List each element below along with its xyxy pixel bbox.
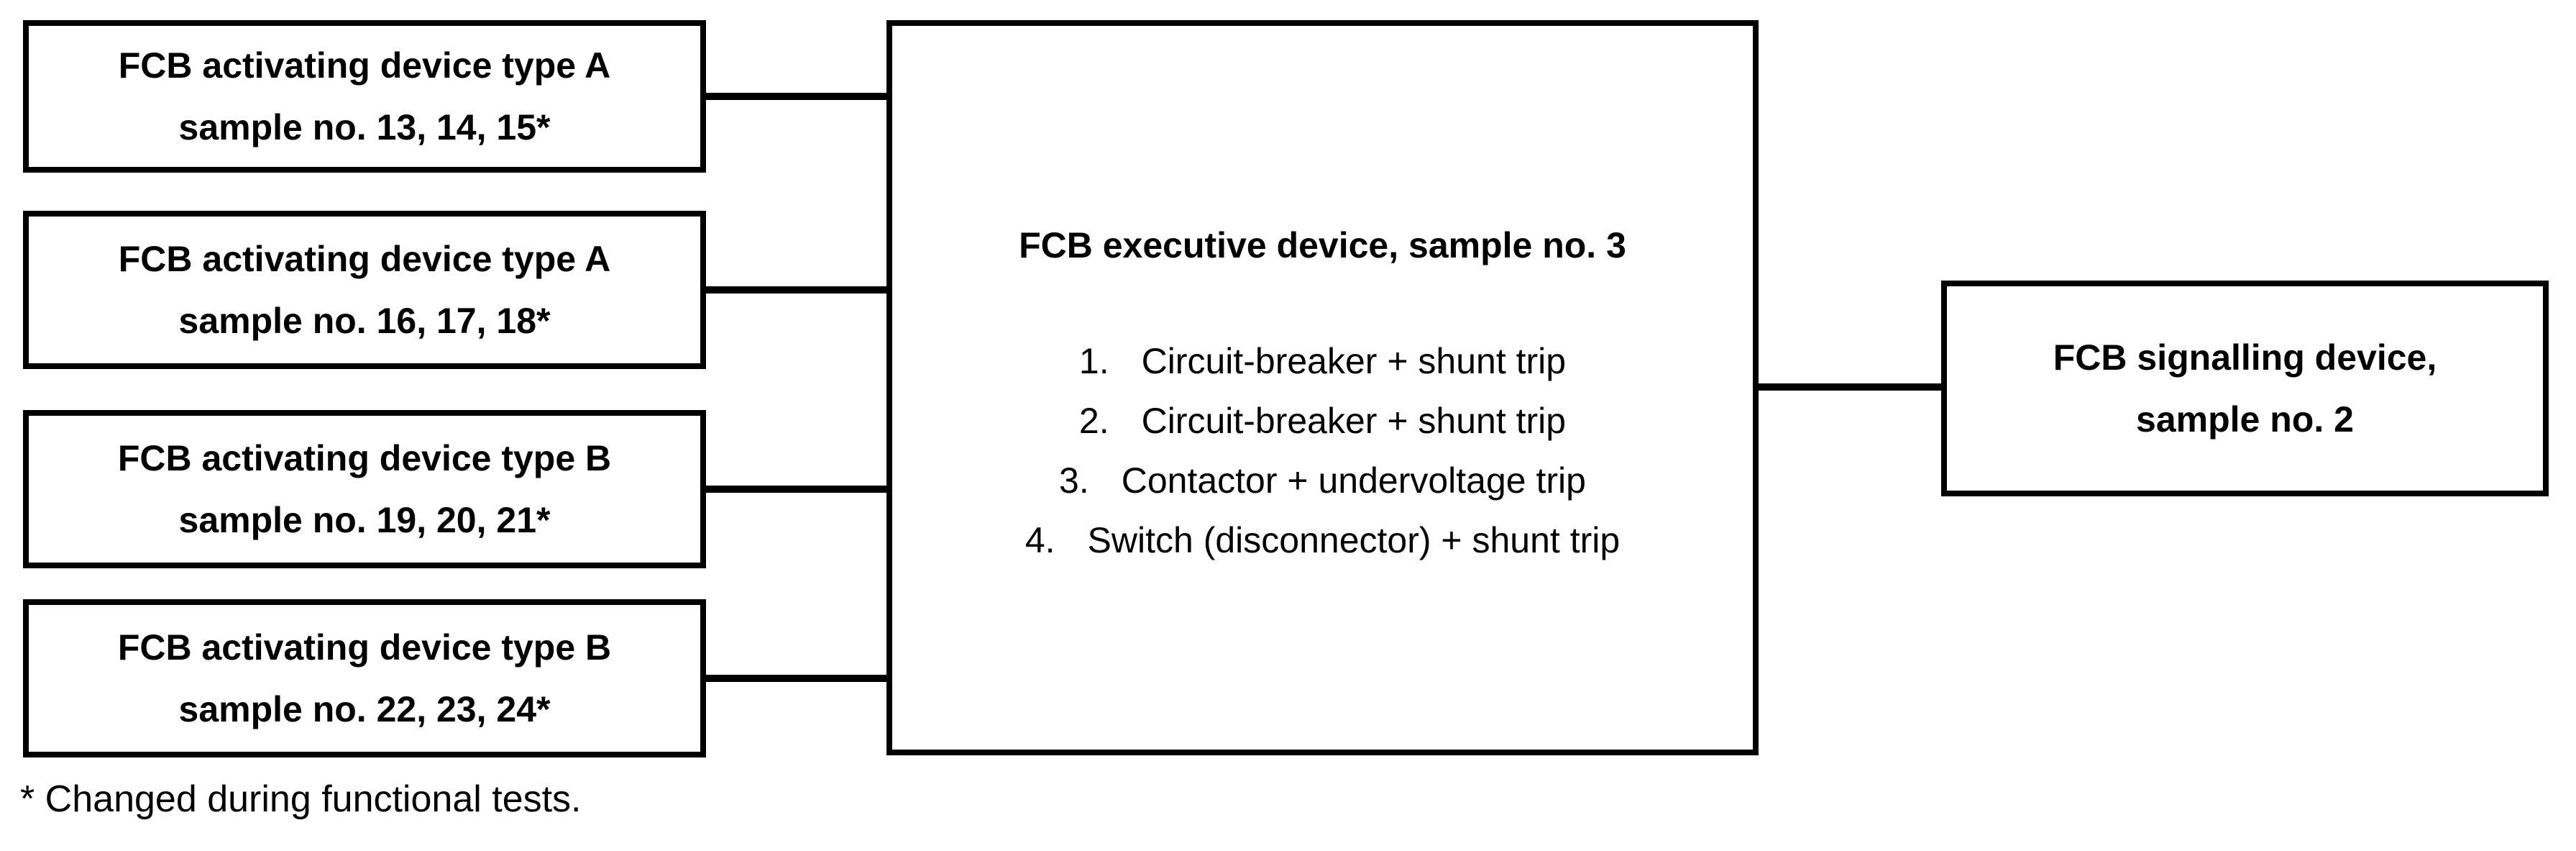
- connector-line-box2-to-executive: [706, 286, 889, 293]
- activating-device-3-line1: FCB activating device type B: [117, 438, 612, 478]
- executive-device-item-2: 2. Circuit-breaker + shunt trip: [892, 391, 1753, 451]
- activating-device-1-line1: FCB activating device type A: [118, 45, 611, 86]
- activating-device-2-line2: sample no. 16, 17, 18*: [178, 301, 551, 341]
- footnote-text: * Changed during functional tests.: [20, 778, 582, 820]
- item-1-number: 1.: [1078, 341, 1109, 381]
- executive-device-list: 1. Circuit-breaker + shunt trip 2. Circu…: [892, 332, 1753, 570]
- connector-line-executive-to-signalling: [1759, 383, 1944, 391]
- item-3-label: Contactor + undervoltage trip: [1121, 460, 1586, 501]
- item-2-number: 2.: [1078, 401, 1109, 441]
- activating-device-1-line2: sample no. 13, 14, 15*: [178, 107, 551, 147]
- executive-device-box: FCB executive device, sample no. 3 1. Ci…: [886, 20, 1759, 755]
- connector-line-box3-to-executive: [706, 486, 889, 493]
- activating-device-4-line1: FCB activating device type B: [117, 627, 612, 668]
- item-3-number: 3.: [1059, 460, 1089, 501]
- connector-line-box1-to-executive: [706, 93, 889, 100]
- connector-line-box4-to-executive: [706, 675, 889, 682]
- signalling-device-line2: sample no. 2: [2136, 399, 2354, 440]
- activating-device-box-2: FCB activating device type A sample no. …: [23, 211, 706, 369]
- executive-device-item-4: 4. Switch (disconnector) + shunt trip: [892, 511, 1753, 570]
- activating-device-box-3: FCB activating device type B sample no. …: [23, 410, 706, 568]
- executive-device-title: FCB executive device, sample no. 3: [1019, 225, 1626, 265]
- item-4-label: Switch (disconnector) + shunt trip: [1087, 520, 1621, 560]
- executive-device-item-3: 3. Contactor + undervoltage trip: [892, 451, 1753, 511]
- signalling-device-line1: FCB signalling device,: [2053, 337, 2437, 378]
- activating-device-3-line2: sample no. 19, 20, 21*: [178, 500, 551, 540]
- executive-device-item-1: 1. Circuit-breaker + shunt trip: [892, 332, 1753, 391]
- item-4-number: 4.: [1025, 520, 1055, 560]
- activating-device-box-4: FCB activating device type B sample no. …: [23, 599, 706, 757]
- activating-device-4-line2: sample no. 22, 23, 24*: [178, 689, 551, 729]
- signalling-device-box: FCB signalling device, sample no. 2: [1941, 281, 2549, 496]
- activating-device-2-line1: FCB activating device type A: [118, 239, 611, 279]
- item-2-label: Circuit-breaker + shunt trip: [1141, 401, 1567, 441]
- activating-device-box-1: FCB activating device type A sample no. …: [23, 20, 706, 173]
- item-1-label: Circuit-breaker + shunt trip: [1141, 341, 1567, 381]
